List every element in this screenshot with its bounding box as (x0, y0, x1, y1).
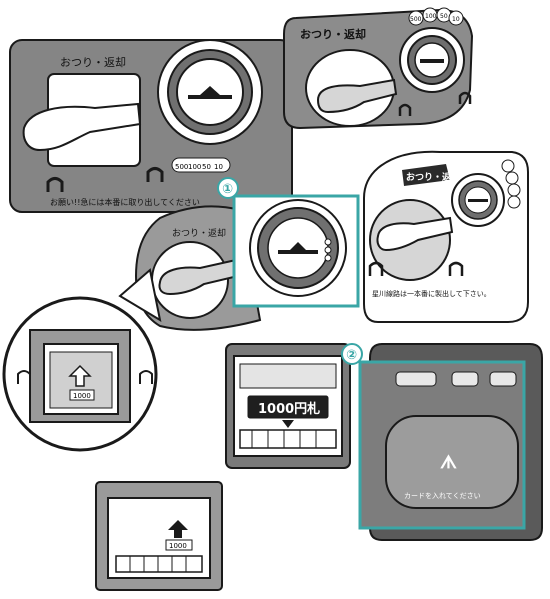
return-lever-c[interactable] (376, 216, 454, 252)
bill-up-arrow-icon (168, 520, 188, 538)
card-button-1[interactable] (395, 371, 437, 387)
card-note: カードを入れてください (404, 492, 481, 500)
coin-return-panel-d: おつり・返却 (134, 205, 262, 331)
bill-insert-slot[interactable] (239, 429, 337, 449)
bill-slot-small-label-2: 1000 (169, 542, 187, 550)
bill-unit-bottom: 1000 (95, 481, 223, 591)
coin-chip-100: 100 (188, 163, 201, 171)
svg-text:100: 100 (425, 13, 437, 20)
store-note: 星川線路は一本番に製出して下さい。 (372, 289, 491, 298)
coin-chips-b: 500 100 50 10 (408, 7, 464, 26)
coin-chip-10: 10 (214, 163, 223, 171)
bill-slot-zoom-bubble: 1000 (2, 268, 162, 452)
coin-slot-highlight[interactable] (278, 242, 318, 254)
callout-box-2 (358, 360, 526, 530)
card-button-3[interactable] (489, 371, 517, 387)
bill-label: 1000円札 (258, 401, 320, 417)
change-return-label-c: おつり・返却 (406, 171, 460, 183)
coin-chip-50: 50 (202, 163, 211, 171)
card-touch-pad[interactable] (385, 415, 519, 509)
warning-note: お願い!!急には本番に取り出してください (50, 197, 200, 207)
change-return-label-d: おつり・返却 (172, 227, 226, 239)
bill-insert-slot-2[interactable] (115, 555, 203, 573)
svg-text:10: 10 (452, 16, 460, 23)
return-lever-a[interactable] (22, 102, 142, 152)
bill-down-arrow-icon (282, 420, 294, 428)
callout-box-1 (232, 194, 360, 308)
card-button-2[interactable] (451, 371, 479, 387)
return-lever-d[interactable] (158, 258, 240, 296)
coin-slot-c[interactable] (468, 199, 488, 202)
change-return-label-a: おつり・返却 (60, 56, 126, 69)
card-icon: ᗑ (440, 452, 457, 473)
coin-return-panel-a: おつり・返却 500 100 50 10 お願い!!急には本番に取り出してくださ… (9, 39, 293, 213)
change-return-label-b: おつり・返却 (300, 27, 366, 41)
coin-slot-b[interactable] (420, 59, 444, 63)
coin-chip-500: 500 (175, 163, 188, 171)
coin-slot-a[interactable] (188, 86, 232, 99)
coin-chips-c (501, 159, 521, 209)
return-lever-b[interactable] (316, 78, 398, 114)
svg-text:50: 50 (440, 13, 448, 20)
bill-arrow-icon (68, 364, 92, 387)
svg-text:500: 500 (410, 16, 422, 23)
coin-return-panel-b: おつり・返却 500 100 50 10 (283, 7, 474, 130)
callout-number-2: ② (346, 348, 357, 363)
callout-number-1: ① (222, 182, 233, 197)
bill-acceptor: 1000円札 (225, 343, 351, 469)
bill-slot-small-label: 1000 (73, 392, 91, 400)
coin-chips-a: 500 100 50 10 (171, 157, 231, 173)
callout-coin-slot: ① (217, 177, 360, 308)
card-reader: ᗑ カードを入れてください ② (341, 343, 543, 541)
coin-return-panel-c: おつり・返却 星川線路は一本番に製出して下さい。 (363, 150, 529, 323)
